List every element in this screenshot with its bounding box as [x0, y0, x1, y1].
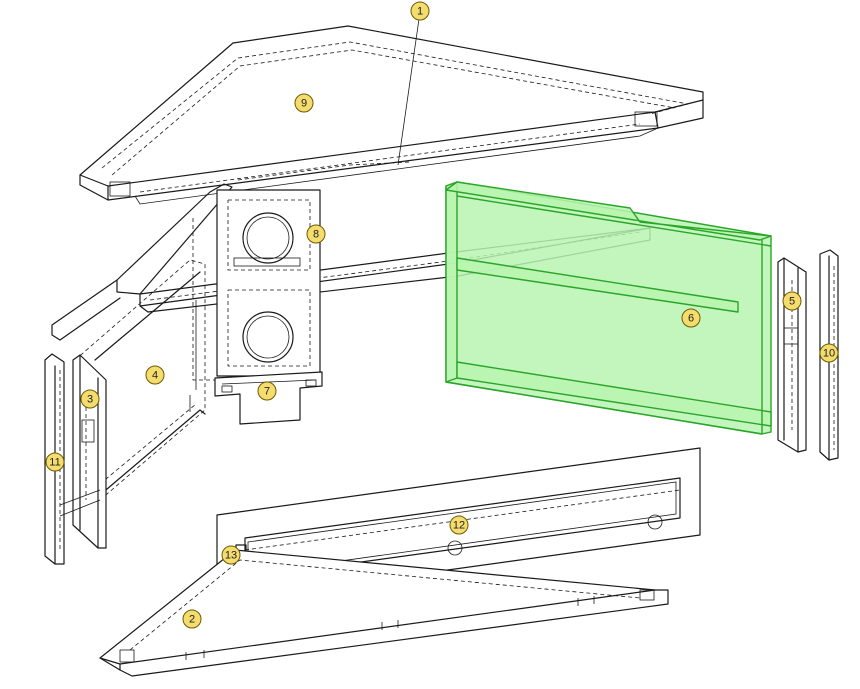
callout-label: 4 — [152, 370, 158, 382]
callout-label: 2 — [189, 614, 195, 626]
callout-label: 1 — [417, 6, 423, 18]
callout-label: 9 — [301, 98, 307, 110]
part-3-left-upright[interactable] — [72, 354, 107, 549]
callout-balloon-5: 5 — [782, 291, 802, 311]
callout-balloon-4: 4 — [145, 365, 165, 385]
part-6-back-panel[interactable] — [445, 181, 772, 435]
part-5-right-upright[interactable] — [777, 257, 807, 453]
callout-label: 12 — [453, 520, 465, 532]
callout-balloon-8: 8 — [306, 224, 326, 244]
callout-label: 13 — [225, 550, 237, 562]
callout-label: 3 — [87, 394, 93, 406]
callout-balloon-11: 11 — [45, 452, 65, 472]
callout-label: 8 — [313, 229, 319, 241]
callout-label: 7 — [264, 386, 270, 398]
callout-balloon-10: 10 — [819, 343, 839, 363]
callout-balloon-13: 13 — [221, 545, 241, 565]
callout-balloon-12: 12 — [449, 515, 469, 535]
callout-balloon-9: 9 — [294, 93, 314, 113]
callout-balloon-7: 7 — [257, 381, 277, 401]
part-9-top-shelf[interactable] — [79, 25, 704, 205]
callout-label: 11 — [49, 457, 60, 469]
callout-balloon-3: 3 — [80, 389, 100, 409]
callout-label: 5 — [789, 296, 795, 308]
callout-balloon-2: 2 — [182, 609, 202, 629]
callout-label: 6 — [688, 313, 694, 325]
callout-balloon-6: 6 — [681, 308, 701, 328]
part-2-bottom-base[interactable] — [99, 549, 669, 677]
callout-balloon-1: 1 — [410, 1, 430, 21]
callout-label: 10 — [823, 348, 835, 360]
part-4-left-panel[interactable] — [74, 259, 206, 501]
